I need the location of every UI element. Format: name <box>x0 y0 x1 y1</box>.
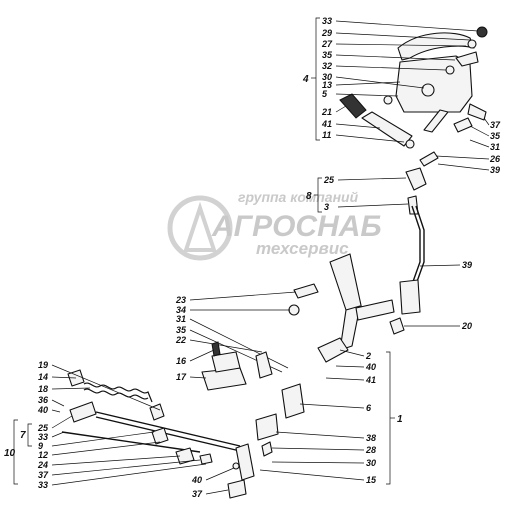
callout-35: 35 <box>490 131 501 141</box>
callout-2: 2 <box>365 351 371 361</box>
watermark-emblem <box>167 195 233 261</box>
callout-3: 3 <box>324 202 329 212</box>
callout-30: 30 <box>366 458 376 468</box>
callout-41: 41 <box>321 119 332 129</box>
callout-28: 28 <box>365 445 376 455</box>
callout-40: 40 <box>365 362 376 372</box>
watermark-line3: техсервис <box>256 239 349 258</box>
callout-39: 39 <box>490 165 500 175</box>
callouts-right-bottom: 2 40 41 6 38 28 30 15 1 <box>259 349 403 485</box>
group-7-label: 7 <box>20 430 26 441</box>
callout-25: 25 <box>323 175 335 185</box>
pedal-lever <box>255 253 395 457</box>
callout-group-7: 7 25 33 9 <box>20 415 155 451</box>
callouts-16-17: 16 17 <box>176 349 215 382</box>
callout-14: 14 <box>38 372 48 382</box>
callout-6: 6 <box>366 403 372 413</box>
watermark: группа компаний АГРОСНАБ техсервис <box>167 189 382 261</box>
callout-29: 29 <box>321 28 332 38</box>
callout-20: 20 <box>461 321 472 331</box>
callout-32: 32 <box>322 61 332 71</box>
callout-group-4: 4 <box>302 17 320 141</box>
callout-40: 40 <box>37 405 48 415</box>
watermark-line2: АГРОСНАБ <box>211 210 382 243</box>
callout-40: 40 <box>191 475 202 485</box>
callout-33: 33 <box>38 480 48 490</box>
callouts-39-20: 39 20 <box>404 260 472 331</box>
callout-37: 37 <box>38 470 49 480</box>
callout-13: 13 <box>322 80 332 90</box>
group-10-label: 10 <box>4 448 16 459</box>
callout-15: 15 <box>366 475 377 485</box>
group-4-label: 4 <box>302 74 309 85</box>
callout-41: 41 <box>365 375 376 385</box>
callout-24: 24 <box>37 460 48 470</box>
callout-22: 22 <box>175 335 186 345</box>
callouts-right-top: 33 29 27 35 32 30 13 5 21 41 11 <box>321 16 479 143</box>
callout-33: 33 <box>38 432 48 442</box>
callout-37: 37 <box>490 120 501 130</box>
callout-37: 37 <box>192 489 203 499</box>
callout-31: 31 <box>490 142 500 152</box>
upper-bracket-assembly <box>339 26 488 167</box>
callout-38: 38 <box>366 433 376 443</box>
callouts-left: 19 14 18 36 40 <box>37 360 161 415</box>
callouts-left-lower: 12 24 37 33 <box>37 441 207 490</box>
callout-26: 26 <box>489 154 501 164</box>
callout-35: 35 <box>176 325 187 335</box>
mounting-bracket <box>201 341 273 391</box>
callout-25: 25 <box>37 423 49 433</box>
callout-39-mid: 39 <box>462 260 472 270</box>
group-8-label: 8 <box>306 191 312 202</box>
callout-5: 5 <box>322 89 328 99</box>
group-1-label: 1 <box>397 414 403 425</box>
callout-18: 18 <box>38 384 48 394</box>
callout-31: 31 <box>176 314 186 324</box>
callout-21: 21 <box>321 107 332 117</box>
callout-group-8: 8 25 3 <box>306 175 409 213</box>
callout-group-10: 10 <box>4 419 18 485</box>
callout-19: 19 <box>38 360 48 370</box>
watermark-line1: группа компаний <box>238 189 359 205</box>
callout-9: 9 <box>38 441 43 451</box>
callout-11: 11 <box>322 130 331 140</box>
callout-36: 36 <box>38 395 49 405</box>
callout-23: 23 <box>175 295 186 305</box>
callout-33: 33 <box>322 16 332 26</box>
callout-30: 30 <box>322 72 332 82</box>
callout-35: 35 <box>322 50 333 60</box>
callout-17: 17 <box>176 372 187 382</box>
callout-12: 12 <box>38 450 48 460</box>
callout-27: 27 <box>321 39 333 49</box>
callout-16: 16 <box>176 356 187 366</box>
fork-and-rod <box>389 167 427 335</box>
callouts-bottom: 40 37 <box>191 467 235 499</box>
callouts-right-top-side: 37 35 31 26 39 <box>435 117 501 175</box>
bottom-lever <box>227 443 255 499</box>
callout-34: 34 <box>176 305 186 315</box>
